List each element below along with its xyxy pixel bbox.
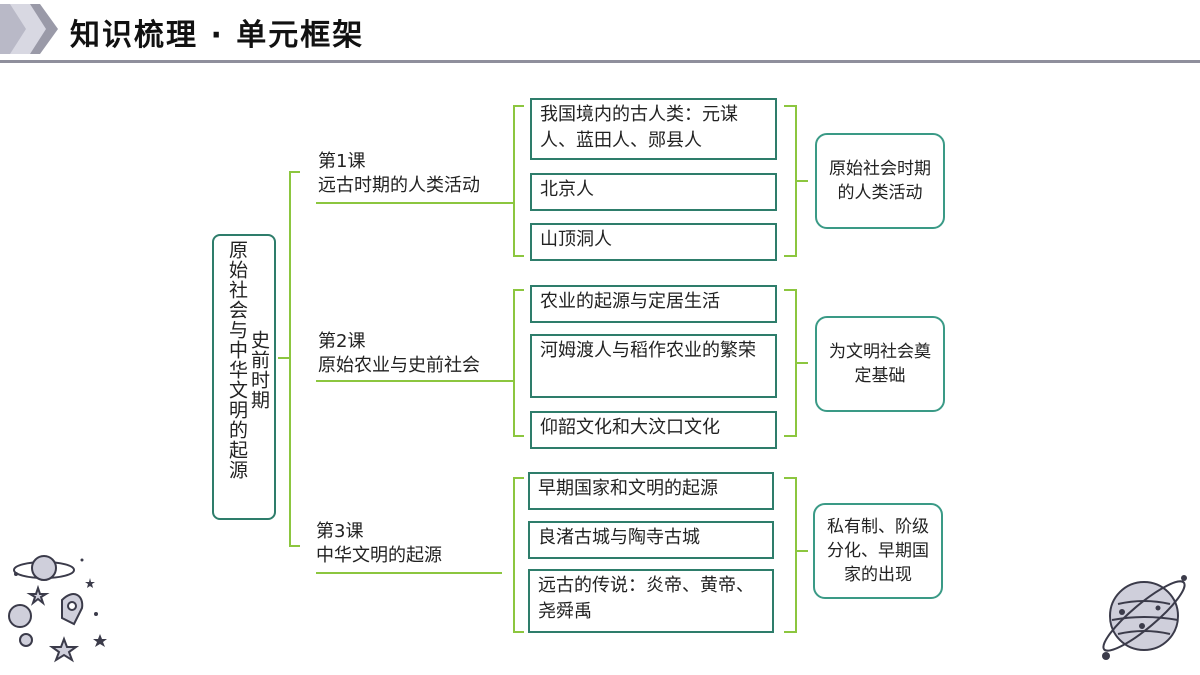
era-title: 史前时期 [248,330,270,410]
lesson-1-item-1: 我国境内的古人类：元谋人、蓝田人、郧县人 [530,98,777,160]
lesson-3-item-3: 远古的传说：炎帝、黄帝、尧舜禹 [528,569,774,633]
lesson-1-item-2: 北京人 [530,173,777,211]
lesson-3-label: 第3课 中华文明的起源 [316,520,442,568]
lesson-3-item-2: 良渚古城与陶寺古城 [528,521,774,559]
lesson-2-item-1: 农业的起源与定居生活 [530,285,777,323]
lesson-3-item-1: 早期国家和文明的起源 [528,472,774,510]
lesson-2-item-2: 河姆渡人与稻作农业的繁荣 [530,334,777,398]
lesson-1-item-3: 山顶洞人 [530,223,777,261]
planet-icon [1102,575,1187,660]
lesson-1-number: 第1课 [318,151,366,172]
lesson-2-number: 第2课 [318,331,366,352]
header-bar [0,0,1200,62]
unit-title-box [212,234,276,520]
header-divider [0,60,1200,63]
lesson-2-item-3: 仰韶文化和大汶口文化 [530,411,777,449]
lesson-1-name: 远古时期的人类活动 [318,175,480,196]
lesson-3-name: 中华文明的起源 [316,545,442,566]
unit-title: 原始社会与中华文明的起源 [226,240,248,480]
lesson-2-name: 原始农业与史前社会 [318,355,480,376]
lesson-3-summary: 私有制、阶级分化、早期国家的出现 [813,503,943,599]
lesson-2-label: 第2课 原始农业与史前社会 [318,330,480,378]
planet-rocket-stars-icon [8,555,107,663]
header-chevron-icon [0,4,58,54]
lesson-1-label: 第1课 远古时期的人类活动 [318,150,480,198]
lesson-2-summary: 为文明社会奠定基础 [815,316,945,412]
lesson-3-number: 第3课 [316,521,364,542]
page-title: 知识梳理 · 单元框架 [70,18,365,53]
lesson-1-summary: 原始社会时期的人类活动 [815,133,945,229]
